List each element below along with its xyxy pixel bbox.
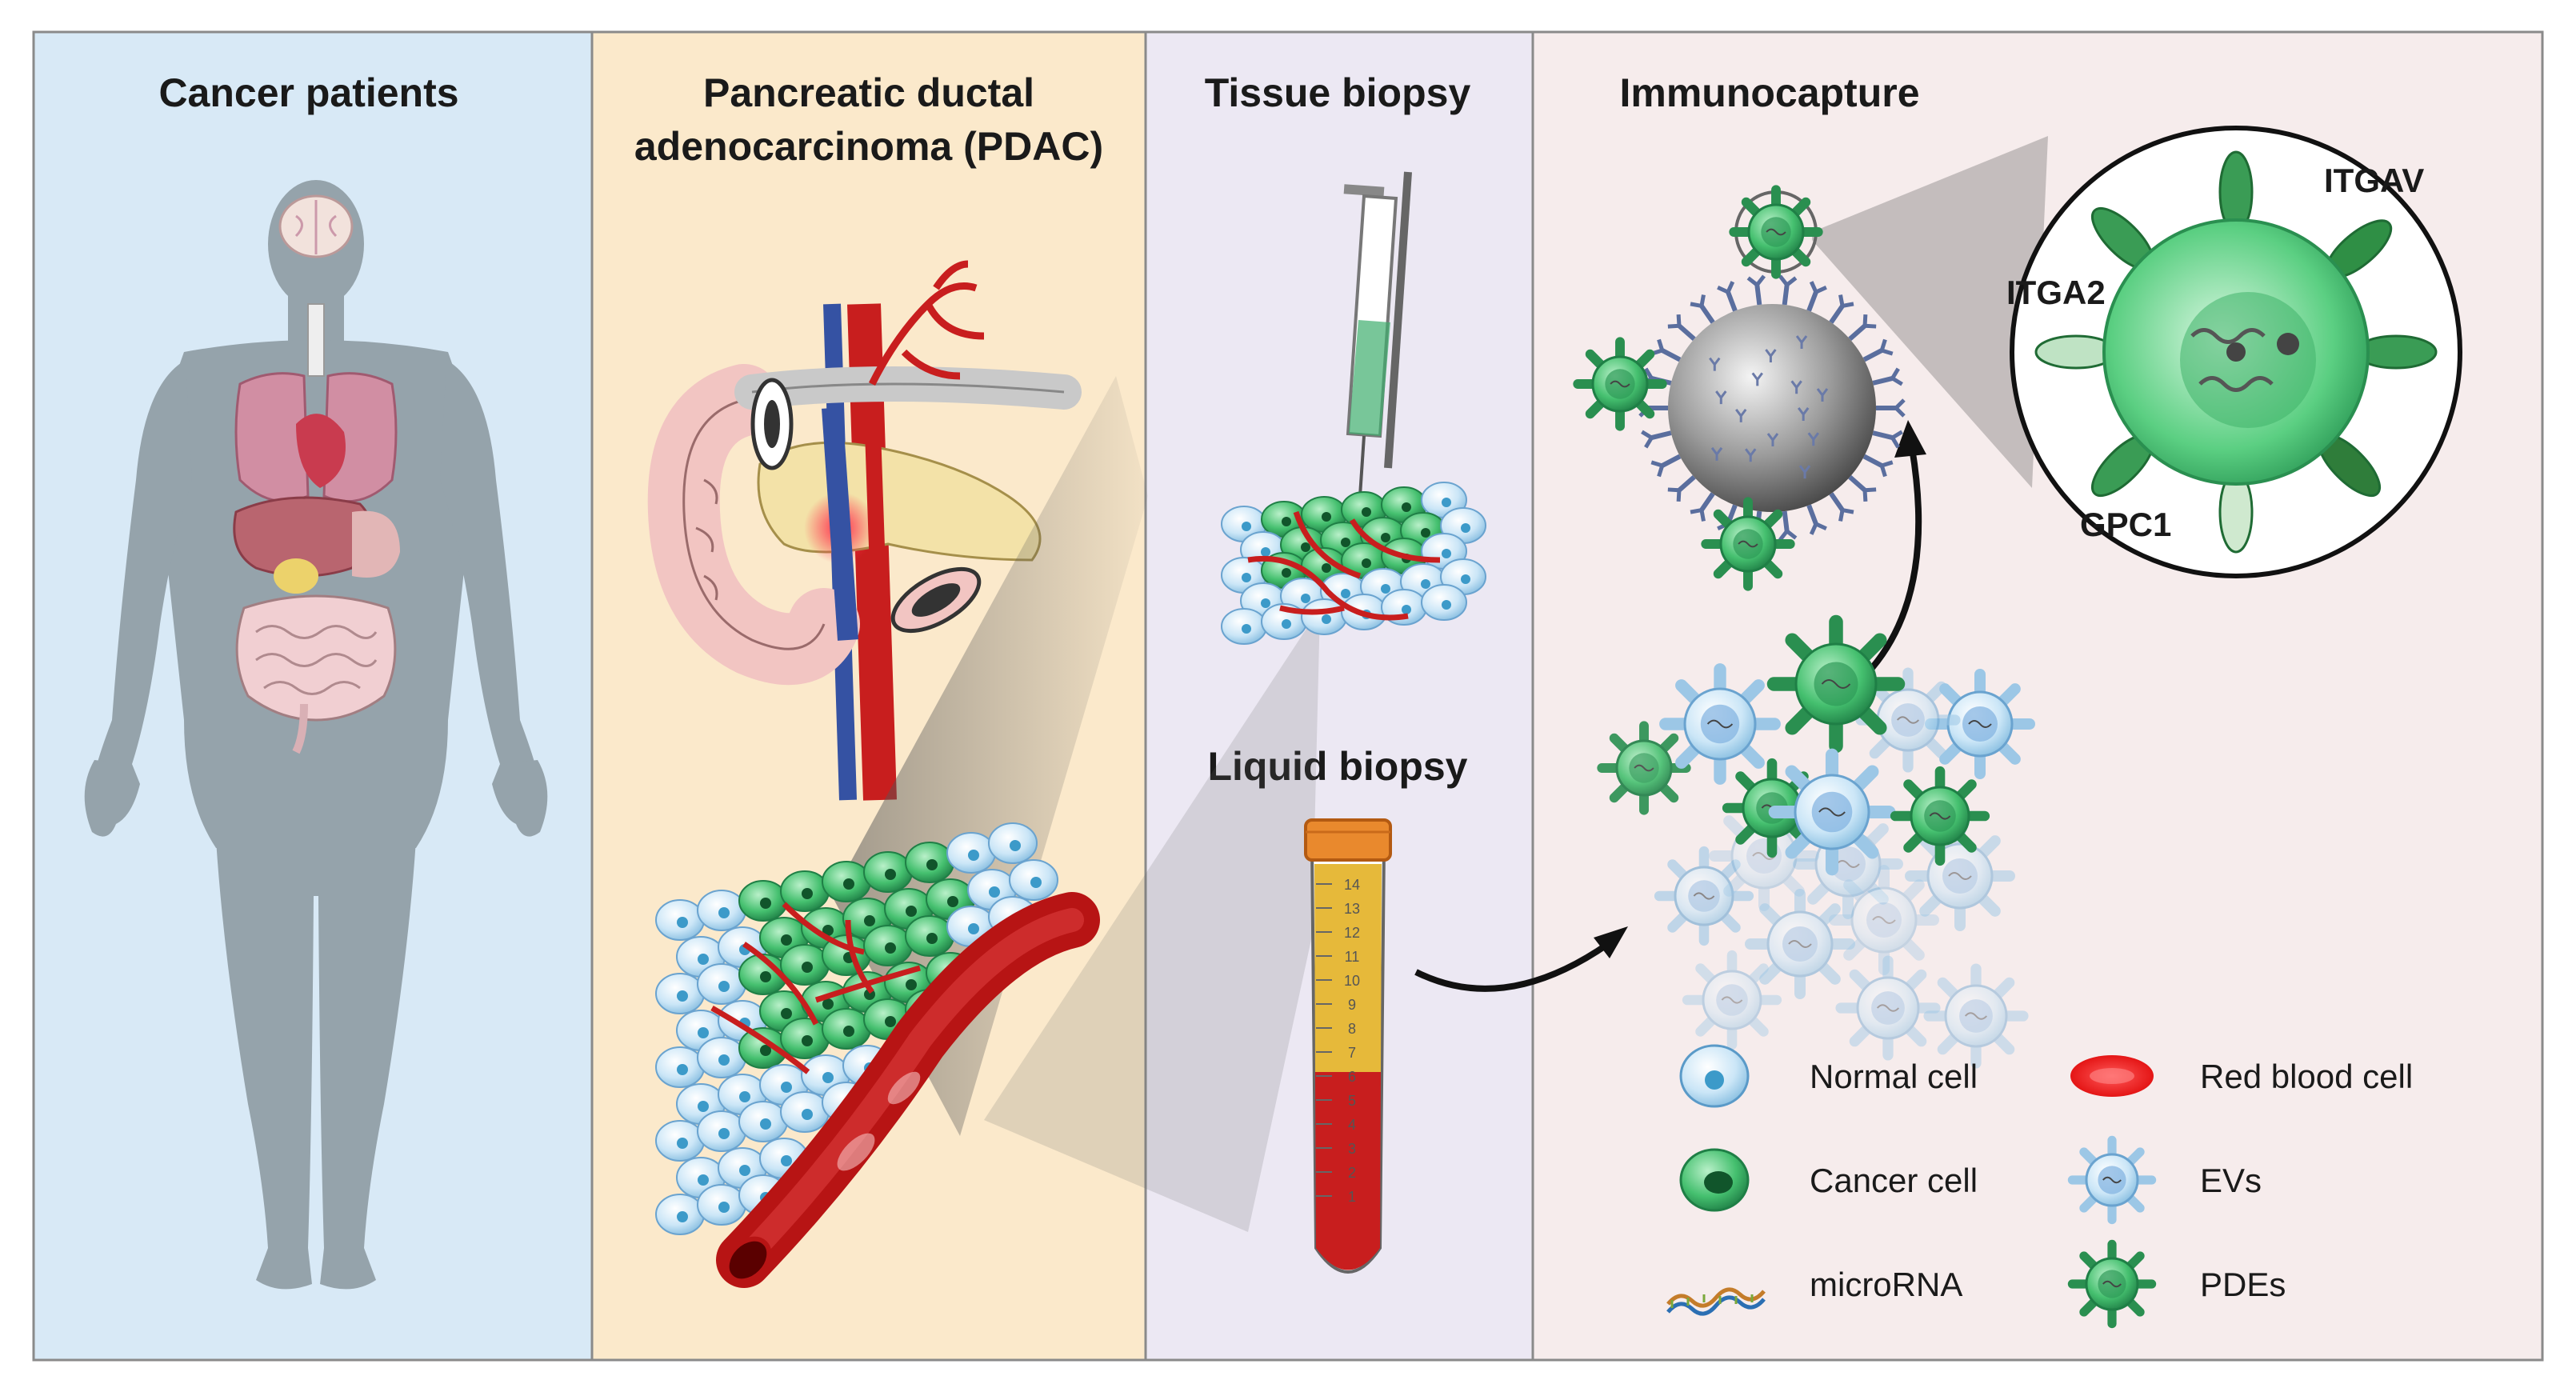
blood-tube-icon: 14 13 12 11 10 9 8 7 6 5 4 3 2 1 [1304, 818, 1392, 1274]
gallbladder-icon [274, 558, 318, 594]
tube-scale-label: 11 [1345, 949, 1360, 965]
tube-scale-label: 1 [1348, 1189, 1356, 1205]
ev-vesicle [2067, 1135, 2157, 1225]
trachea-icon [307, 303, 325, 377]
legend-label-red-blood-cell: Red blood cell [2200, 1058, 2413, 1095]
tube-scale-label: 9 [1348, 997, 1356, 1013]
tube-scale-label: 8 [1348, 1021, 1356, 1037]
pde-vesicle [1729, 185, 1823, 279]
cancer-cell-icon [1679, 1148, 1750, 1212]
ev-vesicle [1745, 889, 1855, 999]
panel-title-cancer-patients: Cancer patients [158, 70, 458, 115]
arrow-tube-to-immuno [1414, 941, 1610, 992]
panel-title-pdac-line1: Pancreatic ductal [703, 70, 1034, 115]
tube-scale-label: 14 [1344, 877, 1360, 893]
blood-vessel [716, 892, 1100, 1288]
ev-vesicle [1654, 846, 1754, 946]
panel-biopsy [1144, 30, 1534, 1362]
panel-title-immunocapture: Immunocapture [1619, 70, 1919, 115]
tube-scale-label: 2 [1348, 1165, 1356, 1181]
legend-label-microrna: microRNA [1810, 1266, 1962, 1303]
legend-label-normal-cell: Normal cell [1810, 1058, 1978, 1095]
legend-label-cancer-cell: Cancer cell [1810, 1162, 1978, 1199]
pde-vesicle [1766, 614, 1906, 754]
ev-vesicle [1659, 663, 1781, 785]
ev-vesicle [1923, 963, 2029, 1069]
tube-scale-label: 4 [1348, 1117, 1356, 1133]
ev-vesicle [1682, 950, 1782, 1050]
microrna-icon [1666, 1287, 1766, 1316]
tube-scale: 14 13 12 11 10 9 8 7 6 5 4 3 2 1 [1316, 877, 1360, 1205]
pde-vesicle [2067, 1239, 2157, 1329]
panel-title-tissue-biopsy: Tissue biopsy [1205, 70, 1471, 115]
legend-label-evs: EVs [2200, 1162, 2262, 1199]
marker-label-itga2: ITGA2 [2006, 274, 2106, 311]
ev-cluster [1597, 614, 2035, 1069]
panel-title-pdac-line2: adenocarcinoma (PDAC) [634, 124, 1103, 169]
tube-scale-label: 3 [1348, 1141, 1356, 1157]
pde-vesicle [1573, 337, 1667, 431]
liquid-biopsy-label: Liquid biopsy [1208, 744, 1468, 789]
marker-label-itgav: ITGAV [2324, 162, 2424, 199]
immunobead [1573, 185, 1906, 591]
biopsy-tissue-sample [1221, 482, 1486, 645]
ev-vesicle [1768, 748, 1896, 876]
ev-vesicle [1829, 865, 1939, 975]
tube-scale-label: 12 [1344, 925, 1360, 941]
marker-label-gpc1: GPC1 [2080, 506, 2171, 543]
zoom-cone-biopsy [984, 608, 1320, 1232]
arrow-ev-to-bead [1869, 447, 1922, 670]
magnifier-cone [1812, 136, 2048, 488]
pde-vesicle [1890, 766, 1990, 866]
tube-scale-label: 10 [1344, 973, 1360, 989]
organs [233, 194, 400, 754]
red-blood-cell-icon [2070, 1055, 2154, 1097]
normal-cell-icon [1679, 1044, 1750, 1108]
pancreas-illustration [647, 260, 1082, 801]
legend: Normal cell Red blood cell Cancer cell E… [1666, 1044, 2413, 1329]
ev-vesicle [1835, 955, 1941, 1061]
tube-scale-label: 7 [1348, 1045, 1356, 1061]
lungs-icon [234, 372, 398, 503]
tube-scale-label: 6 [1348, 1069, 1356, 1085]
pde-icon [2067, 1239, 2157, 1329]
stomach-icon [352, 510, 400, 578]
tube-scale-label: 5 [1348, 1093, 1356, 1109]
tube-scale-label: 13 [1344, 901, 1360, 917]
heart-icon [296, 414, 346, 488]
pde-vesicle [1597, 721, 1691, 815]
legend-label-pdes: PDEs [2200, 1266, 2286, 1303]
tube-cap [1304, 818, 1392, 862]
magnified-pde: ITGAV ITGA2 GPC1 [2006, 126, 2462, 578]
ev-icon [2067, 1135, 2157, 1225]
pde-vesicle [1701, 497, 1795, 591]
